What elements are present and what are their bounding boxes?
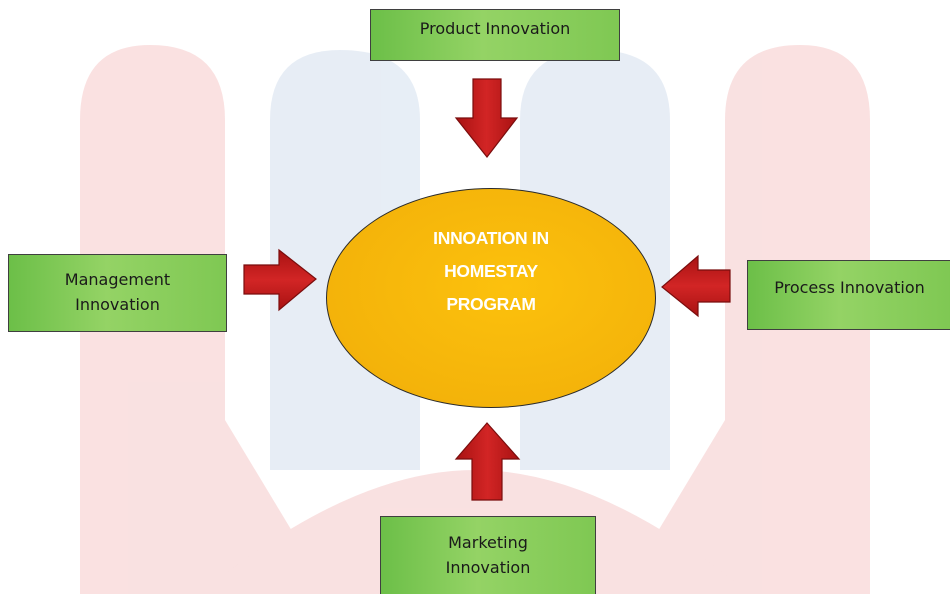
marketing-innovation-box: Marketing Innovation [380, 516, 596, 594]
arrow-up-icon [454, 422, 521, 501]
arrow-right-icon [243, 248, 317, 312]
center-label: INNOATION IN HOMESTAY PROGRAM [433, 228, 549, 314]
management-innovation-label: Management Innovation [64, 270, 171, 314]
arrow-down-icon [454, 78, 519, 158]
watermark-red-right-shape [620, 45, 870, 594]
process-innovation-box: Process Innovation [747, 260, 950, 330]
marketing-innovation-label: Marketing Innovation [445, 533, 531, 577]
management-innovation-box: Management Innovation [8, 254, 227, 332]
process-innovation-label: Process Innovation [774, 277, 925, 297]
product-innovation-box: Product Innovation [370, 9, 620, 61]
product-innovation-label: Product Innovation [419, 18, 571, 38]
center-ellipse [326, 188, 656, 408]
arrow-left-icon [661, 254, 731, 318]
